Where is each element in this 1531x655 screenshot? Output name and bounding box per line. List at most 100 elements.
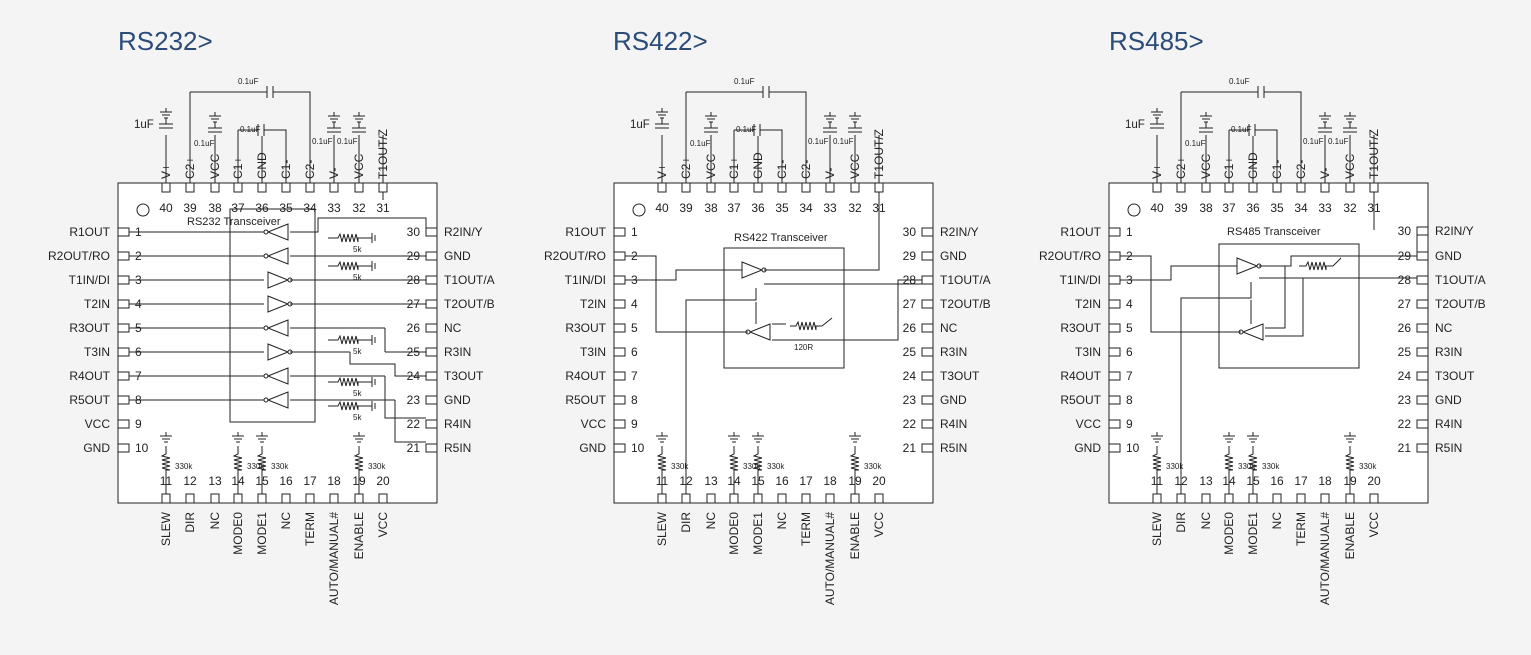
right-pin-name: T2OUT/B [444, 297, 495, 311]
top-pin-pad [874, 182, 884, 193]
left-pin-name: T1IN/DI [565, 273, 606, 287]
right-pin-number: 28 [1398, 273, 1412, 287]
right-pin-number: 30 [903, 225, 917, 239]
right-pin-pad [425, 251, 438, 261]
driver-buffer [266, 391, 289, 409]
right-pin-pad [921, 227, 934, 237]
dir-wire [1180, 282, 1252, 494]
left-pin-pad [1108, 443, 1121, 453]
right-pin-name: NC [444, 321, 462, 335]
rs232-title[interactable]: RS232> [118, 26, 213, 56]
bottom-pin-number: 17 [1294, 474, 1308, 488]
right-pin-pad [425, 347, 438, 357]
top-pin-pad [1272, 182, 1282, 193]
pullup-label: 330k [271, 462, 289, 471]
left-pin-name: R4OUT [1060, 369, 1101, 383]
left-pin-pad [1108, 371, 1121, 381]
pullup-resistor [256, 446, 267, 478]
right-pin-number: 30 [1398, 224, 1412, 238]
b-wire [772, 279, 922, 341]
top-pin-pad [753, 182, 763, 193]
bottom-pin-name: SLEW [655, 511, 669, 546]
right-pin-number: 30 [407, 225, 421, 239]
top-pin-number: 33 [823, 201, 837, 215]
left-pin-name: R3OUT [565, 321, 606, 335]
pullup-resistor [232, 446, 243, 478]
chip-label: RS422 Transceiver [734, 232, 828, 244]
top-pin-pad [305, 182, 315, 193]
pullup-resistor [656, 446, 667, 478]
driver-buffer [267, 343, 290, 361]
left-pin-number: 1 [631, 225, 638, 239]
left-pin-name: R5OUT [565, 393, 606, 407]
right-pin-number: 27 [1398, 297, 1412, 311]
bottom-pin-pad [657, 493, 667, 504]
term-resistor [1299, 260, 1333, 271]
top-pin-pad [233, 182, 243, 193]
top-pin-pad [210, 182, 220, 193]
pullup-label: 330k [1359, 462, 1377, 471]
r2in-wire [290, 217, 427, 233]
bottom-pin-pad [753, 493, 763, 504]
right-pin-number: 24 [1398, 369, 1412, 383]
top-pin-number: 37 [1222, 201, 1236, 215]
left-pin-pad [117, 347, 130, 357]
left-pin-pad [613, 443, 626, 453]
bottom-pin-name: NC [1270, 512, 1284, 530]
bottom-pin-name: TERM [303, 512, 317, 546]
left-pin-name: R2OUT/RO [1039, 249, 1101, 263]
rs422-title[interactable]: RS422> [613, 26, 708, 56]
left-pin-pad [613, 299, 626, 309]
top-pin-pad [1369, 182, 1379, 193]
left-pin-number: 6 [631, 345, 638, 359]
rs485-title[interactable]: RS485> [1109, 26, 1204, 56]
top-pin-number: 32 [1343, 201, 1357, 215]
right-pin-name: R4IN [940, 417, 967, 431]
bottom-pin-pad [874, 493, 884, 504]
pullup-label: 330k [767, 462, 785, 471]
right-pin-pad [425, 299, 438, 309]
right-pin-name: GND [1435, 393, 1462, 407]
cap-gap [267, 86, 273, 98]
term-resistor-label: 120R [794, 343, 813, 352]
right-pin-pad [921, 419, 934, 429]
top-pin-pad [825, 182, 835, 193]
pullup-resistor [160, 446, 171, 478]
right-pin-number: 25 [1398, 345, 1412, 359]
left-pin-name: R1OUT [565, 225, 606, 239]
bottom-pin-number: 16 [775, 474, 789, 488]
bottom-pin-name: MODE1 [1246, 512, 1260, 555]
top-pin-pad [354, 182, 364, 193]
bottom-pin-pad [1224, 493, 1234, 504]
right-pin-name: T3OUT [444, 369, 484, 383]
right-pin-name: R5IN [444, 441, 471, 455]
bottom-pin-number: 17 [799, 474, 813, 488]
left-pin-name: R2OUT/RO [544, 249, 606, 263]
c2-cap-wire [686, 91, 807, 135]
bottom-pin-name: MODE1 [751, 512, 765, 555]
term-switch [821, 317, 833, 327]
right-pin-pad [921, 395, 934, 405]
left-pin-name: VCC [581, 417, 607, 431]
top-pin-pad [1248, 182, 1258, 193]
top-pin-pad [329, 182, 339, 193]
cap-big-label: 1uF [134, 119, 154, 131]
right-pin-name: GND [1435, 249, 1462, 263]
bottom-pin-pad [329, 493, 339, 504]
bottom-pin-number: 20 [1367, 474, 1381, 488]
left-pin-name: T2IN [580, 297, 606, 311]
top-pin-number: 39 [1174, 201, 1188, 215]
driver-buffer [266, 247, 289, 265]
pullup-resistor [1223, 446, 1234, 478]
left-pin-pad [117, 299, 130, 309]
top-pin-pad [777, 182, 787, 193]
bottom-pin-name: AUTO/MANUAL# [327, 512, 341, 605]
bottom-pin-pad [801, 493, 811, 504]
pullup-resistor [849, 446, 860, 478]
cap-gap [1258, 86, 1264, 98]
left-pin-number: 5 [1126, 321, 1133, 335]
left-pin-pad [613, 347, 626, 357]
driver-buffer [266, 223, 289, 241]
left-pin-name: T3IN [1075, 345, 1101, 359]
bottom-pin-name: AUTO/MANUAL# [823, 512, 837, 605]
